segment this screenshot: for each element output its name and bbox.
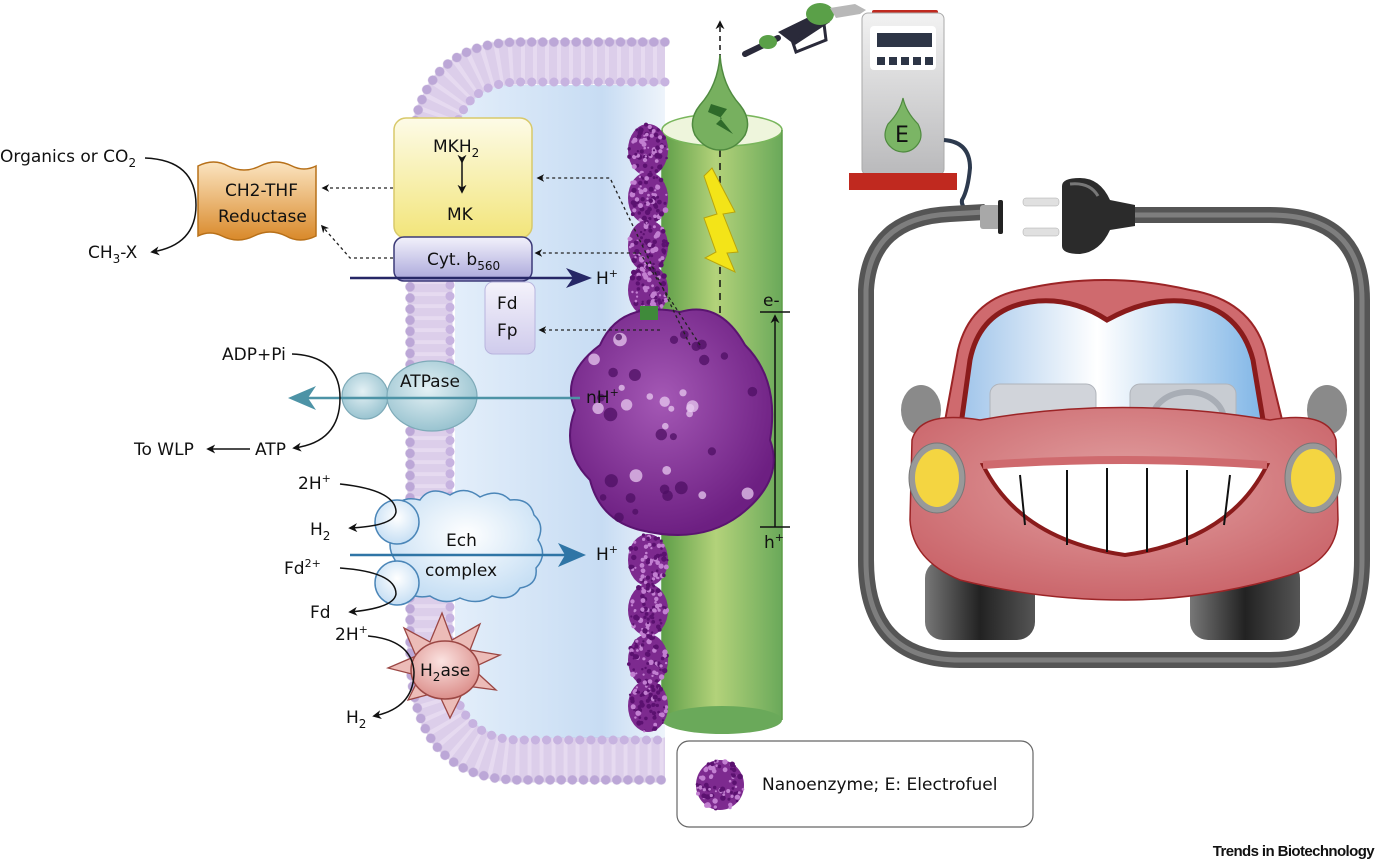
ch2-thf-reductase: CH2-THF Reductase (197, 161, 317, 241)
to-wlp-label: To WLP (133, 440, 194, 460)
reductase-line2: Reductase (218, 207, 307, 227)
h2ase-h2-label: H2 (346, 708, 366, 731)
legend: Nanoenzyme; E: Electrofuel (676, 740, 1034, 828)
journal-credit: Trends in Biotechnology (1212, 843, 1375, 860)
organics-co2-label: Organics or CO2 (0, 147, 136, 170)
ech-arrowhead (558, 543, 586, 567)
reductase-reaction-arrow (144, 157, 197, 256)
electrofuel-letter: E (895, 123, 909, 148)
lightning-bolt-icon (703, 167, 739, 274)
nanoenzyme-cluster (569, 306, 775, 536)
proton-cyt-label: H+ (596, 267, 618, 289)
legend-text: Nanoenzyme; E: Electrofuel (762, 775, 997, 795)
h2ase-reaction-arrow (367, 635, 415, 719)
ech-fd-arrow (339, 567, 397, 616)
h2ase-label: H2ase (420, 661, 470, 684)
mk-label: MK (447, 205, 474, 225)
menaquinone-box: MKH2 MK (393, 117, 533, 239)
power-plug-icon (980, 178, 1135, 254)
cytochrome-b560: Cyt. b560 (393, 236, 533, 282)
atp-synthase: ATPase (341, 360, 478, 432)
cyt-label: Cyt. b560 (427, 250, 500, 273)
fd-label: Fd (497, 294, 518, 314)
ech-h2-label: H2 (310, 520, 330, 543)
fd-fp-box: Fd Fp (484, 281, 536, 355)
electron-label: e- (763, 291, 780, 311)
atp-reaction-arrow (291, 353, 341, 452)
ech-label: Ech (446, 531, 477, 551)
atpase-arrowhead (288, 386, 316, 410)
power-cord (858, 204, 1370, 668)
h2ase-2h-label: 2H+ (335, 623, 368, 645)
fd2-label: Fd2+ (284, 557, 321, 579)
mkh2-label: MKH2 (433, 137, 479, 160)
nanoenzyme-legend-icon (695, 759, 745, 811)
adp-pi-label: ADP+Pi (222, 345, 286, 365)
atp-label: ATP (255, 440, 286, 460)
atpase-label: ATPase (400, 372, 460, 392)
electrofuel-drop (691, 54, 749, 151)
ch3x-label: CH3-X (88, 243, 138, 266)
hydrogenase: H2ase (385, 611, 503, 720)
ech-complex: Ech complex (374, 489, 544, 606)
electron-transfer-arrows (320, 174, 701, 346)
ech-proton-label: H+ (596, 543, 618, 565)
reductase-line1: CH2-THF (225, 181, 298, 201)
linker-green (640, 306, 658, 320)
fuel-pump-icon: E (849, 10, 986, 214)
band-gap-indicator: e- h+ (760, 291, 790, 553)
ech-2h-label: 2H+ (298, 472, 331, 494)
hole-label: h+ (764, 531, 784, 553)
fd-out-label: Fd (310, 603, 331, 623)
nh-label: nH+ (586, 386, 619, 408)
complex-label: complex (425, 561, 497, 581)
car-illustration (901, 279, 1347, 640)
proton-arrowhead (566, 268, 592, 288)
fp-label: Fp (497, 321, 518, 341)
ech-h2-arrow (339, 483, 397, 533)
drop-lightning-icon (708, 104, 733, 134)
fuel-nozzle-icon (742, 3, 866, 57)
